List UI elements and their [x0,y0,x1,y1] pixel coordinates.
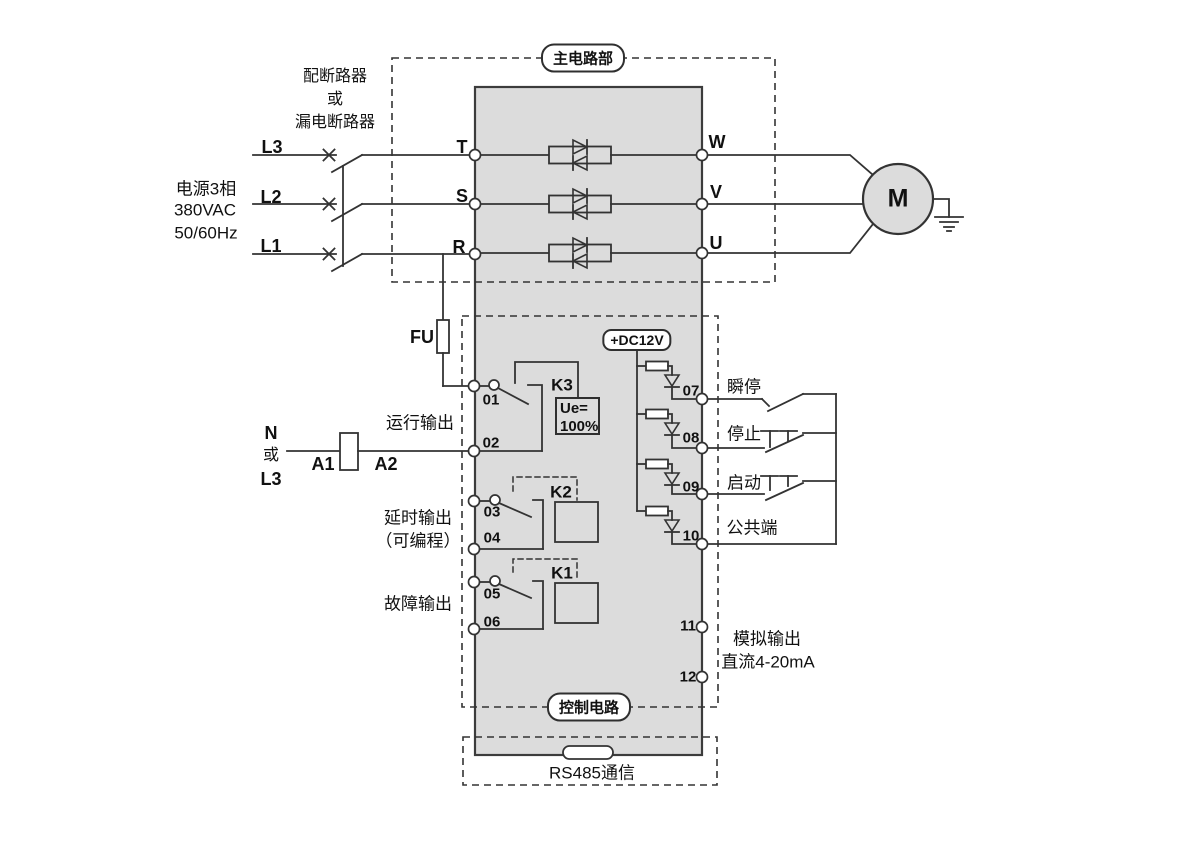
relay-k1-label: K1 [551,563,573,583]
phase-l2-label: L2 [260,187,282,207]
terminal-03-label: 03 [483,503,501,521]
analog-output-line1: 模拟输出 [733,629,801,649]
relay-k3-label: K3 [551,375,573,395]
terminal-s-label: S [455,186,469,206]
analog-output-line2: 直流4-20mA [721,652,815,672]
terminal-01-label: 01 [482,391,500,409]
terminal-w-label: W [708,132,726,152]
terminal-11-label: 11 [680,617,696,635]
relay-k2 [478,476,599,550]
terminal-r-label: R [452,237,466,257]
terminal-10-label: 10 [682,527,700,545]
k3-setting-box: Ue= 100% [555,397,600,435]
dc12v-network [636,347,698,545]
phase-l3-label: L3 [261,137,283,157]
terminal-07-label: 07 [682,382,700,400]
coil-a2-label: A2 [374,454,398,474]
terminal-09-label: 09 [682,478,700,496]
terminal-05-label: 05 [483,585,501,603]
terminal-08-label: 08 [682,429,700,447]
dc12v-capsule: +DC12V [602,329,672,351]
terminal-t-label: T [456,137,468,157]
run-output-label: 运行输出 [386,413,454,433]
phase-l1-label: L1 [260,236,282,256]
breaker-note-line3: 漏电断路器 [294,114,376,131]
start-label: 启动 [727,473,761,493]
main-circuit-capsule: 主电路部 [540,43,626,73]
k3-setting-line2: 100% [560,418,599,435]
control-circuit-capsule-text: 控制电路 [558,699,620,717]
motor-label: M [887,184,909,213]
power-source-line1: 电源3相 [175,179,237,199]
ground-icon [932,198,964,232]
terminal-12-label: 12 [679,668,697,686]
relay-k1 [478,558,599,630]
neutral-line1: N [264,423,278,443]
rs485-dashed-border [462,736,718,786]
rs485-label: RS485通信 [549,763,635,783]
breaker-note-line1: 配断路器 [302,68,368,85]
fault-output-label: 故障输出 [384,594,452,614]
instant-stop-label: 瞬停 [727,377,761,397]
relay-k3 [478,361,579,452]
control-circuit-capsule: 控制电路 [546,692,632,722]
relay-k2-label: K2 [550,482,572,502]
neutral-line3: L3 [260,469,282,489]
terminal-06-label: 06 [483,613,501,631]
terminal-v-label: V [709,182,723,202]
breaker-note-line2: 或 [326,91,344,108]
coil-a1-label: A1 [311,454,335,474]
main-circuit-capsule-text: 主电路部 [552,50,614,68]
power-source-line2: 380VAC [173,200,237,220]
thyristor-modules [479,138,698,270]
k3-setting-line1: Ue= [560,400,588,417]
dc12v-capsule-text: +DC12V [610,332,664,348]
fuse-label: FU [410,327,434,347]
delay-output-label: 延时输出 [384,508,452,528]
neutral-line2: 或 [262,447,280,464]
breaker-switch [252,148,471,273]
terminal-04-label: 04 [483,529,501,547]
fuse [436,253,470,387]
common-label: 公共端 [726,518,778,538]
terminal-u-label: U [709,233,723,253]
motor-feed-wires [707,154,875,254]
rs485-connector [562,745,614,760]
power-source-line3: 50/60Hz [174,223,238,243]
terminal-02-label: 02 [482,434,500,452]
contactor-coil [286,432,470,471]
control-buttons [707,392,837,545]
delay-output-note: （可编程） [375,531,461,551]
stop-label: 停止 [727,424,761,444]
main-circuit-dashed-border [391,57,776,283]
terminal-circles [467,148,709,684]
